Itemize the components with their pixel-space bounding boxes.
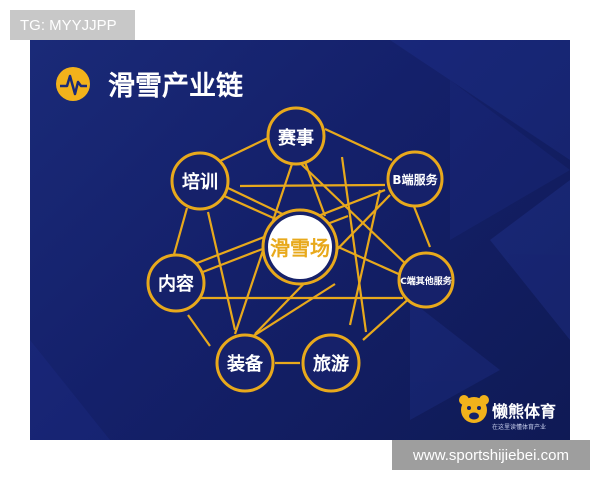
- top-left-tag: TG: MYYJJPP: [10, 10, 135, 40]
- center-node: 滑雪场: [261, 208, 339, 286]
- node-training-label: 培训: [182, 171, 218, 193]
- node-c2c-services: C端其他服务: [397, 251, 455, 309]
- background-pattern: [30, 40, 570, 440]
- bear-logo-icon: [459, 395, 489, 423]
- node-b2b-services: B端服务: [386, 150, 444, 208]
- node-content-label: 内容: [158, 273, 194, 295]
- node-equipment: 装备: [215, 333, 275, 393]
- node-tourism: 旅游: [301, 333, 361, 393]
- node-b2b-services-label: B端服务: [392, 172, 438, 187]
- logo-name: 懒熊体育: [492, 402, 556, 421]
- node-c2c-services-label: C端其他服务: [400, 275, 453, 287]
- node-tourism-label: 旅游: [313, 353, 349, 375]
- pulse-icon: [56, 67, 90, 101]
- node-training: 培训: [170, 151, 230, 211]
- node-equipment-label: 装备: [227, 353, 264, 375]
- node-events: 赛事: [266, 106, 326, 166]
- diagram-title: 滑雪产业链: [108, 70, 243, 102]
- center-node-label: 滑雪场: [270, 236, 330, 260]
- website-watermark: www.sportshijiebei.com: [392, 440, 590, 470]
- diagram-board: 滑雪产业链: [30, 40, 570, 440]
- node-events-label: 赛事: [277, 127, 314, 149]
- logo-tagline: 在这里读懂体育产业: [492, 423, 546, 431]
- node-content: 内容: [146, 253, 206, 313]
- diagram-canvas: 滑雪产业链: [30, 40, 570, 440]
